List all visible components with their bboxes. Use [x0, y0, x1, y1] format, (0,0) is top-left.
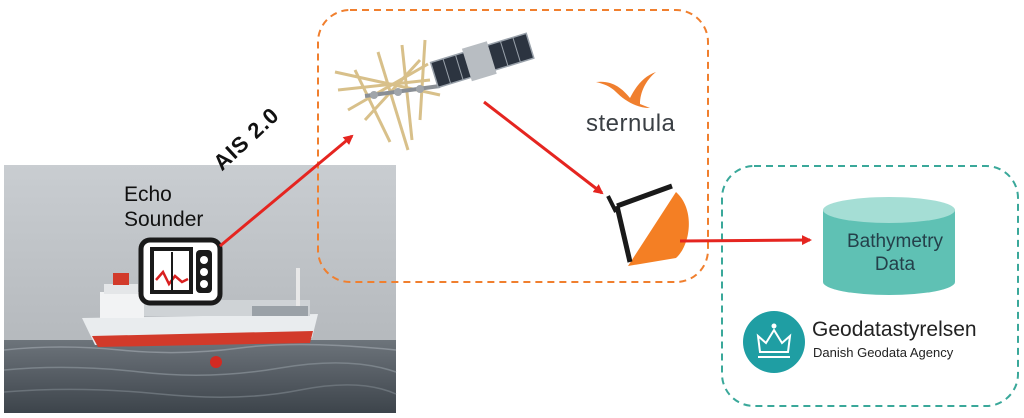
crown-icon [743, 311, 805, 373]
arrow-sounder-to-satellite [219, 134, 354, 248]
database-label: Bathymetry Data [830, 230, 960, 276]
bird-icon [596, 72, 656, 108]
echo-sounder-label-line1: Echo [124, 183, 172, 206]
arrow-dish-to-database [679, 235, 812, 246]
database-icon [823, 197, 955, 295]
ground-station-dish-icon [606, 183, 689, 266]
database-label-line1: Bathymetry [846, 231, 944, 252]
ship-photo [3, 165, 397, 413]
echo-sounder-label-line2: Sounder [124, 208, 204, 231]
agency-name: Geodatastyrelsen [812, 318, 977, 341]
satellite-icon [334, 32, 535, 151]
echo-sounder-label: Echo Sounder [124, 182, 203, 232]
buoy [210, 356, 222, 368]
provider-name: sternula [586, 110, 676, 137]
agency-box [721, 165, 1019, 407]
provider-box [317, 9, 709, 283]
database-label-line2: Data [874, 254, 916, 275]
echo-sounder-icon [138, 237, 223, 306]
agency-subtitle: Danish Geodata Agency [813, 345, 954, 360]
arrow-satellite-to-dish [483, 100, 604, 195]
